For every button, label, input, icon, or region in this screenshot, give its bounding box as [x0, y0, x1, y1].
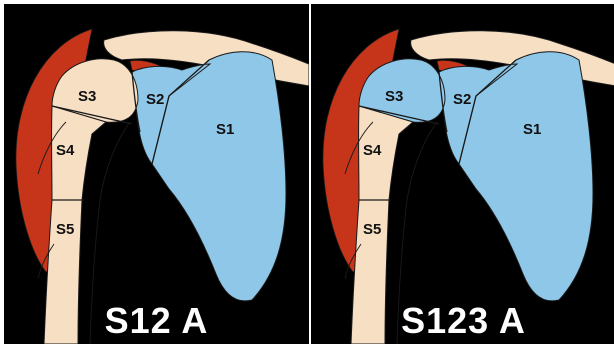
shoulder-diagram-panel-right: S1 S2 S3 S4 S5 S123 A [311, 4, 614, 344]
segment-label-s3: S3 [385, 88, 403, 105]
panel-caption: S12 A [4, 300, 309, 342]
segment-label-s3: S3 [78, 88, 96, 105]
panel-caption: S123 A [311, 300, 614, 342]
segment-label-s4: S4 [363, 142, 382, 159]
segment-label-s5: S5 [363, 221, 381, 238]
segment-label-s2: S2 [146, 91, 164, 108]
shoulder-diagram-panel-left: S1 S2 S3 S4 S5 S12 A [4, 4, 309, 344]
segment-label-s5: S5 [56, 221, 74, 238]
segment-label-s4: S4 [56, 142, 75, 159]
segment-label-s1: S1 [216, 121, 234, 138]
shoulder-illustration: S1 S2 S3 S4 S5 [4, 4, 309, 344]
segment-label-s1: S1 [523, 121, 541, 138]
segment-label-s2: S2 [453, 91, 471, 108]
shoulder-illustration: S1 S2 S3 S4 S5 [311, 4, 614, 344]
